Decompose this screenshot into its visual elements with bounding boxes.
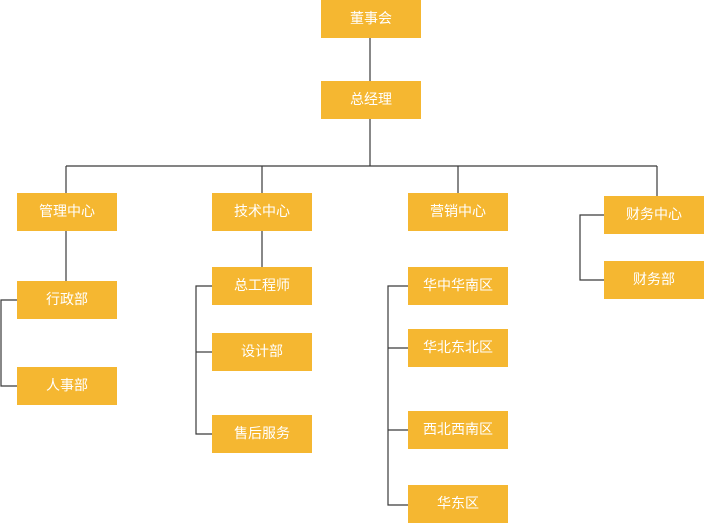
- node-board: 董事会: [321, 0, 421, 38]
- node-region-north-northeast: 华北东北区: [408, 329, 508, 367]
- connector-finance-children: [579, 214, 604, 281]
- node-chief-engineer-label: 总工程师: [234, 278, 290, 294]
- node-after-sales: 售后服务: [212, 415, 312, 453]
- node-board-label: 董事会: [350, 11, 392, 27]
- node-finance-center: 财务中心: [604, 196, 704, 234]
- node-region-north-northeast-label: 华北东北区: [423, 340, 493, 356]
- node-region-east: 华东区: [408, 485, 508, 523]
- node-general-manager: 总经理: [321, 81, 421, 119]
- node-management-center-label: 管理中心: [39, 204, 95, 220]
- node-region-northwest-southwest-label: 西北西南区: [423, 422, 493, 438]
- node-design-dept-label: 设计部: [241, 344, 283, 360]
- node-hr-dept-label: 人事部: [46, 378, 88, 394]
- node-general-manager-label: 总经理: [350, 92, 392, 108]
- node-region-central-south: 华中华南区: [408, 267, 508, 305]
- connector-tech-children: [195, 285, 212, 435]
- node-region-east-label: 华东区: [437, 496, 479, 512]
- node-design-dept: 设计部: [212, 333, 312, 371]
- node-sales-center-label: 营销中心: [430, 204, 486, 220]
- node-sales-center: 营销中心: [408, 193, 508, 231]
- node-finance-dept-label: 财务部: [633, 272, 675, 288]
- node-region-northwest-southwest: 西北西南区: [408, 411, 508, 449]
- connector-sales-children: [387, 285, 408, 506]
- node-management-center: 管理中心: [17, 193, 117, 231]
- node-hr-dept: 人事部: [17, 367, 117, 405]
- node-chief-engineer: 总工程师: [212, 267, 312, 305]
- node-admin-dept-label: 行政部: [46, 292, 88, 308]
- node-finance-dept: 财务部: [604, 261, 704, 299]
- node-tech-center: 技术中心: [212, 193, 312, 231]
- node-finance-center-label: 财务中心: [626, 207, 682, 223]
- node-admin-dept: 行政部: [17, 281, 117, 319]
- connector-admin-children: [0, 299, 17, 387]
- node-region-central-south-label: 华中华南区: [423, 278, 493, 294]
- node-after-sales-label: 售后服务: [234, 426, 290, 442]
- node-tech-center-label: 技术中心: [234, 204, 290, 220]
- connector-lines: [0, 38, 658, 506]
